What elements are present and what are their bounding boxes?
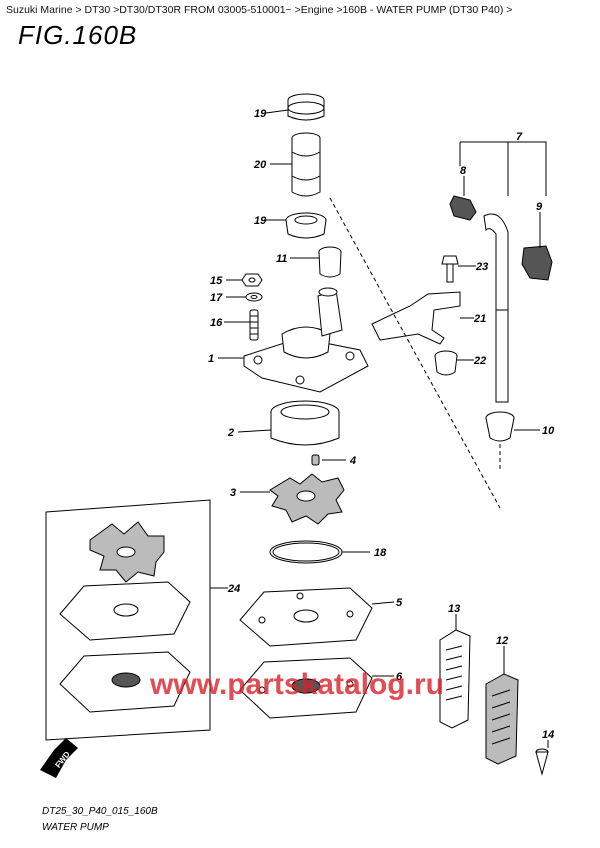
figure-title: FIG.160B [18,20,138,50]
callout-8: 8 [460,165,467,177]
part-21-fitting[interactable] [371,291,461,345]
callout-24: 24 [227,583,240,595]
callout-7: 7 [516,131,523,143]
part-19-grommet-lower[interactable] [285,212,327,239]
callout-19-lower: 19 [254,215,267,227]
callout-10: 10 [542,425,555,437]
callout-1: 1 [208,353,214,365]
callout-16: 16 [210,317,223,329]
part-2-liner[interactable] [270,400,340,446]
assembly-7-bracket-lines [459,141,547,196]
part-10-grommet[interactable] [485,411,515,442]
kit-24-gasket[interactable] [59,581,191,641]
part-3-impeller[interactable] [269,473,345,525]
watermark: www.partskatalog.ru [149,668,444,701]
part-6-plate[interactable] [239,657,373,719]
callout-12: 12 [496,635,508,647]
part-9-clamp[interactable] [521,245,553,281]
part-15-nut[interactable] [241,273,263,287]
part-11-guide[interactable] [318,246,342,278]
breadcrumb[interactable]: Suzuki Marine > DT30 >DT30/DT30R FROM 03… [6,4,513,16]
callout-6: 6 [396,671,403,683]
callout-5: 5 [396,597,403,609]
hose-pipe[interactable] [483,213,509,403]
part-4-key[interactable] [311,454,320,466]
callout-21: 21 [473,313,486,325]
guide-lines [329,197,501,509]
callout-13: 13 [448,603,460,615]
callout-20: 20 [253,159,267,171]
part-12-screen[interactable] [485,673,519,765]
callout-17: 17 [210,292,223,304]
callout-18: 18 [374,547,387,559]
callout-14: 14 [542,729,554,741]
footer-code: DT25_30_P40_015_160B [42,806,158,817]
footer-name: WATER PUMP [42,822,109,833]
part-14-screw[interactable] [535,748,549,776]
part-19-grommet-top[interactable] [287,93,325,121]
callout-19-top: 19 [254,108,267,120]
callout-9: 9 [536,201,543,213]
part-18-o-ring[interactable] [269,540,343,564]
kit-24-impeller[interactable] [89,521,165,583]
callout-4: 4 [349,455,356,467]
callout-3: 3 [230,487,236,499]
callout-2: 2 [227,427,234,439]
part-13-screen[interactable] [439,629,471,729]
part-5-gasket[interactable] [239,587,373,647]
part-1-pump-case[interactable] [243,287,369,393]
kit-24-outline [45,499,211,741]
part-20-tube[interactable] [291,132,321,197]
leader-lines [210,109,549,748]
fwd-arrow-icon: FWD [40,738,78,778]
callout-22: 22 [473,355,486,367]
kit-24-plate[interactable] [59,651,191,713]
callout-15: 15 [210,275,223,287]
part-8-clamp[interactable] [449,195,477,221]
part-22-grommet[interactable] [434,350,458,376]
callout-11: 11 [276,253,287,265]
part-16-stud[interactable] [249,309,259,341]
part-23-bolt[interactable] [441,255,459,283]
part-17-washer[interactable] [245,292,263,302]
callout-23: 23 [475,261,488,273]
